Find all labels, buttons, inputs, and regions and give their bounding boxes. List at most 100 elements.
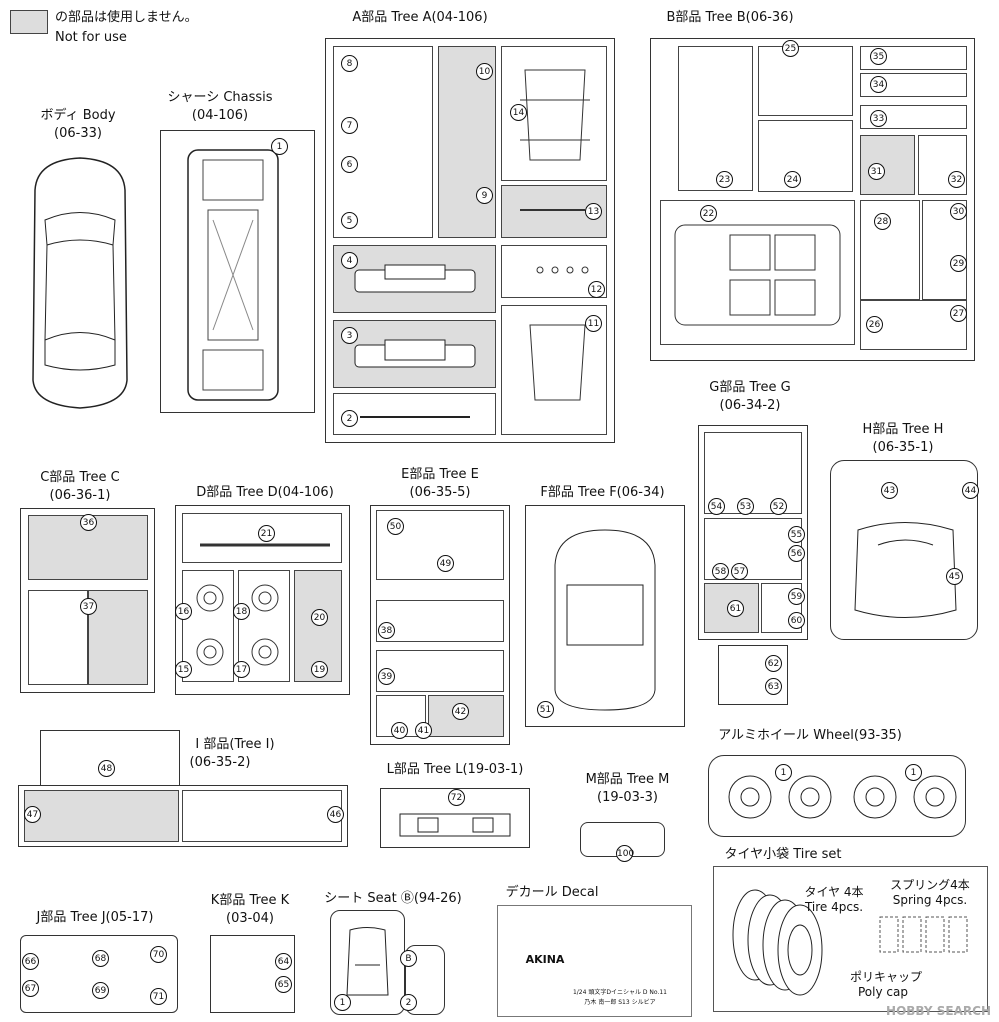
- part-number-14: 14: [510, 104, 527, 121]
- part-number-66: 66: [22, 953, 39, 970]
- part-number-63: 63: [765, 678, 782, 695]
- tree-c-title: C部品 Tree C: [40, 470, 120, 485]
- tire-count-en: Tire 4pcs.: [804, 900, 864, 914]
- spring-count-jp: スプリング4本: [890, 878, 970, 892]
- tree-c-cell-2: [28, 590, 88, 685]
- tree-b-cell-1: [678, 46, 753, 191]
- tree-k-code: (03-04): [226, 911, 274, 926]
- tire-set-tires-drawing: [732, 889, 823, 996]
- tree-h-title: H部品 Tree H: [862, 422, 944, 437]
- tree-g-sprue-lower: [718, 645, 788, 705]
- tree-i-code: (06-35-2): [189, 755, 251, 770]
- part-number-13: 13: [585, 203, 602, 220]
- part-number-52: 52: [770, 498, 787, 515]
- part-number-20: 20: [311, 609, 328, 626]
- part-number-11: 11: [585, 315, 602, 332]
- part-number-1: 1: [271, 138, 288, 155]
- tree-l-panel-drawing: [399, 813, 511, 837]
- part-number-24: 24: [784, 171, 801, 188]
- tire-count-jp: タイヤ 4本: [804, 885, 864, 899]
- tree-i-cell-1: [24, 790, 179, 842]
- tree-i-cell-2: [182, 790, 342, 842]
- part-number-59: 59: [788, 588, 805, 605]
- part-number-57: 57: [731, 563, 748, 580]
- part-number-56: 56: [788, 545, 805, 562]
- part-number-46: 46: [327, 806, 344, 823]
- part-number-35: 35: [870, 48, 887, 65]
- part-number-17: 17: [233, 661, 250, 678]
- tree-j-title: J部品 Tree J(05-17): [36, 910, 154, 925]
- tree-f-title: F部品 Tree F(06-34): [540, 485, 665, 500]
- part-number-37: 37: [80, 598, 97, 615]
- part-number-30: 30: [950, 203, 967, 220]
- part-number-12: 12: [588, 281, 605, 298]
- part-number-60: 60: [788, 612, 805, 629]
- legend-text-jp: の部品は使用しません。: [55, 10, 198, 25]
- tree-e-cell-3: [376, 650, 504, 692]
- part-number-48: 48: [98, 760, 115, 777]
- part-number-65: 65: [275, 976, 292, 993]
- decal-line-1: 1/24 頭文字Dイニシャル D No.11: [572, 989, 668, 996]
- tree-b-cell-10: [860, 200, 920, 300]
- part-number-71: 71: [150, 988, 167, 1005]
- chassis-code: (04-106): [191, 108, 249, 123]
- tree-d-title: D部品 Tree D(04-106): [196, 485, 334, 500]
- tree-e-cell-4: [376, 695, 426, 737]
- part-number-38: 38: [378, 622, 395, 639]
- part-number-5: 5: [341, 212, 358, 229]
- part-number-16: 16: [175, 603, 192, 620]
- part-number-19: 19: [311, 661, 328, 678]
- part-number-69: 69: [92, 982, 109, 999]
- tree-a-cell-1: [333, 46, 433, 238]
- tree-h-hood-drawing: [854, 522, 957, 618]
- tree-d-cell-3: [238, 570, 290, 682]
- tree-k-sprue: [210, 935, 295, 1013]
- part-number-15: 15: [175, 661, 192, 678]
- part-number-47: 47: [24, 806, 41, 823]
- tree-g-title: G部品 Tree G: [709, 380, 791, 395]
- part-number-4: 4: [341, 252, 358, 269]
- part-number-8: 8: [341, 55, 358, 72]
- part-number-seat-1: 1: [334, 994, 351, 1011]
- part-number-51: 51: [537, 701, 554, 718]
- part-number-6: 6: [341, 156, 358, 173]
- tree-m-title: M部品 Tree M: [585, 772, 670, 787]
- part-number-3: 3: [341, 327, 358, 344]
- decal-line-2: 乃木 南一郎 S13 シルビア: [584, 999, 656, 1006]
- part-number-2: 2: [341, 410, 358, 427]
- decal-title: デカール Decal: [505, 885, 599, 900]
- watermark: HOBBY SEARCH: [886, 1004, 991, 1018]
- wheel-sprue: [708, 755, 966, 837]
- tree-k-title: K部品 Tree K: [210, 893, 290, 908]
- part-number-36: 36: [80, 514, 97, 531]
- spring-count-en: Spring 4pcs.: [892, 893, 968, 907]
- tree-e-code: (06-35-5): [409, 485, 471, 500]
- legend-text-en: Not for use: [55, 30, 127, 45]
- tree-a-grilles: [354, 264, 476, 418]
- body-code: (06-33): [54, 126, 102, 141]
- tree-b-cell-8: [918, 135, 967, 195]
- part-number-68: 68: [92, 950, 109, 967]
- tree-b-cell-7: [860, 135, 915, 195]
- part-number-42: 42: [452, 703, 469, 720]
- tree-m-code: (19-03-3): [597, 790, 658, 805]
- part-number-40: 40: [391, 722, 408, 739]
- tree-a-suspension: [520, 69, 590, 401]
- tree-e-cell-2: [376, 600, 504, 642]
- tree-f-windows-drawing: [554, 529, 656, 711]
- part-number-41: 41: [415, 722, 432, 739]
- part-number-7: 7: [341, 117, 358, 134]
- part-number-64: 64: [275, 953, 292, 970]
- not-for-use-swatch: [10, 10, 48, 34]
- tree-b-interior-tub: [674, 224, 841, 326]
- spring-drawing: [879, 916, 968, 953]
- body-title: ボディ Body: [40, 108, 116, 123]
- part-number-72: 72: [448, 789, 465, 806]
- part-number-53: 53: [737, 498, 754, 515]
- tree-e-title: E部品 Tree E: [401, 467, 479, 482]
- part-number-wheel-1b: 1: [905, 764, 922, 781]
- tree-i-title: I 部品(Tree I): [195, 737, 275, 752]
- seat-title: シート Seat Ⓑ(94-26): [324, 891, 462, 906]
- poly-cap-jp: ポリキャップ: [850, 970, 923, 984]
- tree-g-cell-2: [704, 518, 802, 580]
